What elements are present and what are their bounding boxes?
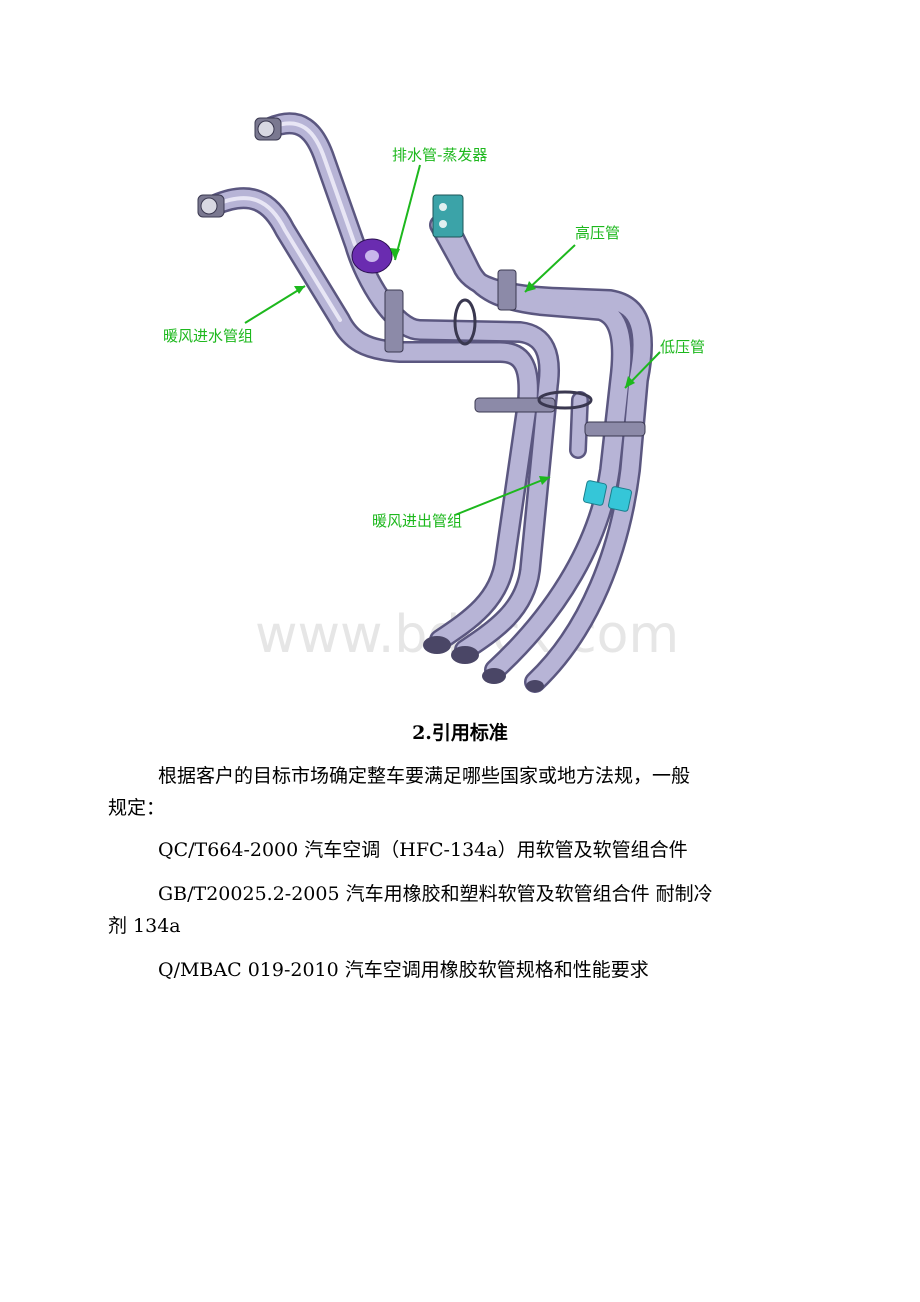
brackets <box>384 269 646 437</box>
clamps <box>453 298 593 410</box>
pipe-ends <box>423 636 544 692</box>
label-heater-in-out: 暖风进出管组 <box>372 512 462 530</box>
cyan-sleeves <box>582 480 633 512</box>
connectors <box>197 117 464 238</box>
label-high-pressure: 高压管 <box>575 224 620 242</box>
standard-2-line-1: GB/T20025.2-2005 汽车用橡胶和塑料软管及软管组合件 耐制冷 <box>158 883 713 905</box>
standard-2-line-2: 剂 134a <box>108 915 181 937</box>
intro-line-1: 根据客户的目标市场确定整车要满足哪些国家或地方法规，一般 <box>158 765 691 787</box>
pipe-assembly-figure: www.bdocx.com <box>163 112 705 693</box>
intro-line-2: 规定： <box>108 797 166 819</box>
label-low-pressure: 低压管 <box>660 338 705 356</box>
section-heading: 2.引用标准 <box>412 722 508 744</box>
pipe-drawing <box>204 112 654 693</box>
label-heater-inlet: 暖风进水管组 <box>163 327 253 345</box>
label-drain-pipe: 排水管-蒸发器 <box>392 146 487 164</box>
callout-arrowheads <box>294 248 635 485</box>
standard-3: Q/MBAC 019-2010 汽车空调用橡胶软管规格和性能要求 <box>158 959 649 981</box>
grommet <box>351 238 393 274</box>
standard-1: QC/T664-2000 汽车空调（HFC-134a）用软管及软管组合件 <box>158 839 688 861</box>
